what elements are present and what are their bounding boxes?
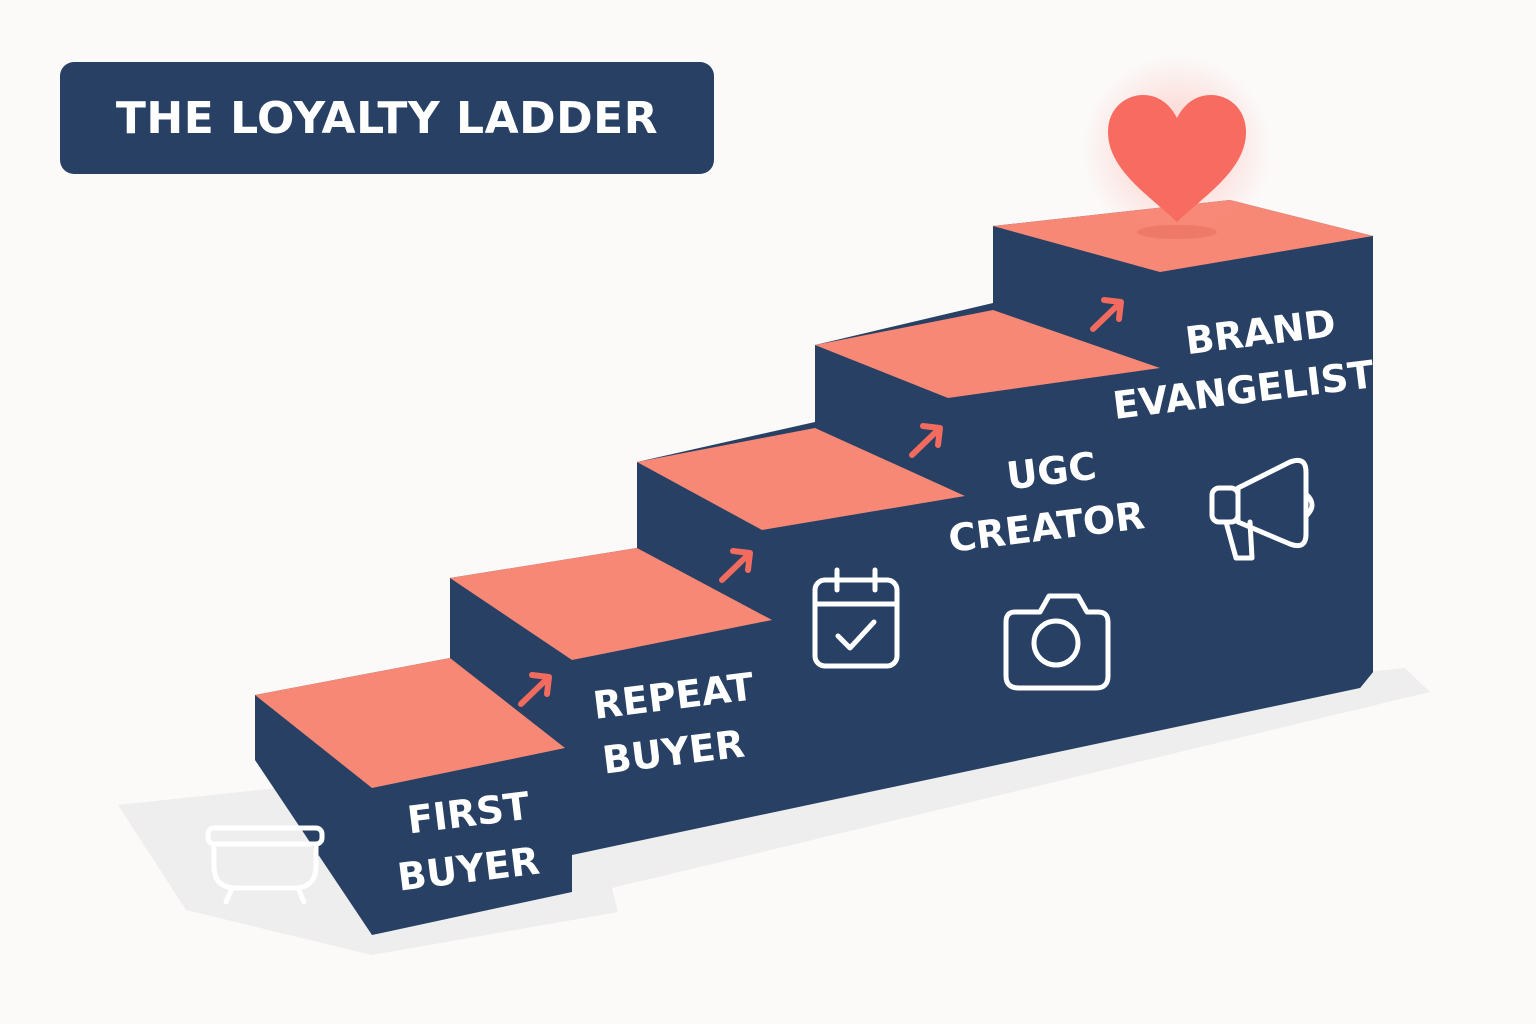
- step-top-2: [450, 548, 772, 660]
- calendar-check-icon: [812, 567, 900, 669]
- arrow-up-right-icon: [518, 672, 552, 707]
- step-4-label-line1: UGC: [1004, 444, 1099, 499]
- heart-icon: [1108, 95, 1246, 222]
- step-top-1: [255, 658, 565, 788]
- arrow-up-right-icon: [1090, 297, 1124, 332]
- title-banner: THE LOYALTY LADDER: [60, 62, 714, 174]
- camera-icon: [1003, 593, 1111, 691]
- page-title: THE LOYALTY LADDER: [115, 92, 659, 144]
- arrow-up-right-icon: [719, 548, 753, 583]
- arrow-up-right-icon: [909, 423, 943, 458]
- bathtub-icon: [205, 825, 325, 905]
- heart-shadow: [1137, 225, 1217, 239]
- step-top-3: [637, 428, 965, 530]
- step-top-4: [815, 310, 1160, 398]
- megaphone-icon: [1209, 457, 1315, 561]
